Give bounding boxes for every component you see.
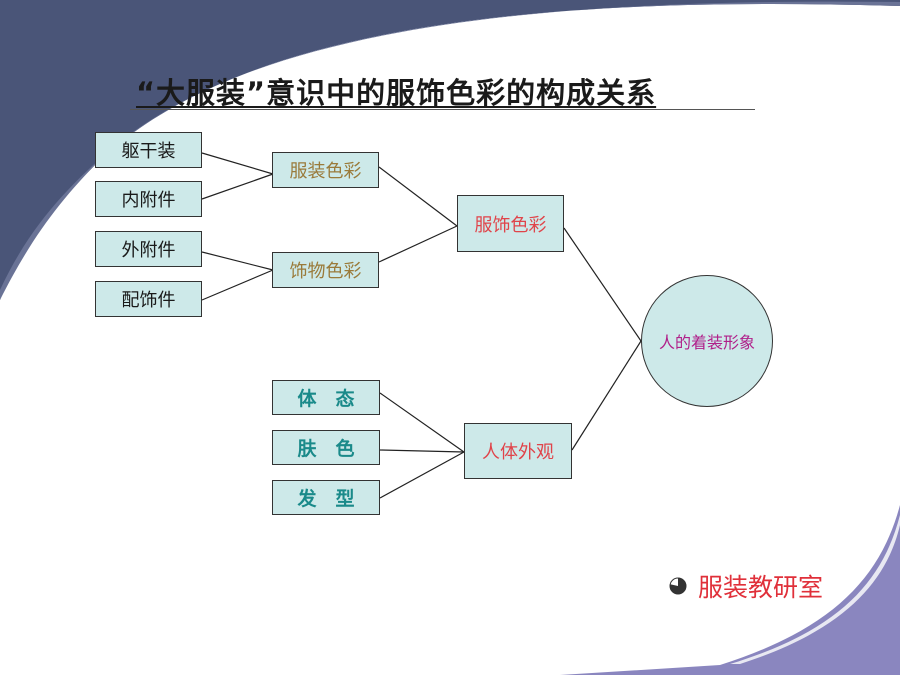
- line-appearance-image: [571, 340, 642, 451]
- node-hair-label: 发 型: [297, 488, 355, 510]
- line-leaf2-clothing: [201, 173, 274, 200]
- slide-title-text: “大服装”意识中的服饰色彩的构成关系: [136, 76, 657, 110]
- node-accessory-color: 饰物色彩: [272, 252, 379, 288]
- line-posture-appearance: [379, 392, 465, 453]
- line-leaf3-accessory: [201, 251, 274, 271]
- node-wearing-image-label: 人的着装形象: [658, 333, 755, 352]
- footer-text: 服装教研室: [698, 573, 824, 602]
- line-clothing-apparel: [378, 166, 458, 227]
- node-leaf1: 躯干装: [95, 132, 202, 168]
- node-leaf4: 配饰件: [95, 281, 202, 317]
- line-leaf4-accessory: [201, 269, 274, 301]
- node-clothing-color-label: 服装色彩: [289, 161, 362, 182]
- node-clothing-color: 服装色彩: [272, 152, 379, 188]
- line-skin-appearance: [379, 449, 465, 453]
- line-leaf1-clothing: [201, 152, 274, 175]
- node-leaf2-label: 内附件: [121, 190, 176, 211]
- slide-title: “大服装”意识中的服饰色彩的构成关系: [130, 68, 755, 110]
- bottom-right-swoosh-edge: [730, 515, 900, 664]
- node-appearance-label: 人体外观: [482, 442, 554, 463]
- line-hair-appearance: [379, 451, 465, 499]
- node-skin: 肤 色: [272, 430, 380, 465]
- bottom-right-swoosh: [560, 505, 900, 675]
- top-left-swoosh: [0, 0, 900, 300]
- node-hair: 发 型: [272, 480, 380, 515]
- node-leaf2: 内附件: [95, 181, 202, 217]
- line-apparel-image: [563, 227, 642, 342]
- node-appearance: 人体外观: [464, 423, 572, 479]
- node-leaf3-label: 外附件: [121, 240, 176, 261]
- node-wearing-image: 人的着装形象: [641, 275, 773, 407]
- node-leaf3: 外附件: [95, 231, 202, 267]
- node-posture-label: 体 态: [297, 388, 355, 410]
- pie-bullet-icon: [669, 577, 687, 595]
- node-skin-label: 肤 色: [297, 438, 355, 460]
- node-posture: 体 态: [272, 380, 380, 415]
- node-leaf1-label: 躯干装: [121, 141, 176, 162]
- node-leaf4-label: 配饰件: [121, 290, 176, 311]
- node-apparel-color: 服饰色彩: [457, 195, 564, 252]
- node-apparel-color-label: 服饰色彩: [474, 214, 547, 236]
- footer: 服装教研室: [668, 566, 823, 606]
- line-accessory-apparel: [378, 225, 458, 263]
- node-accessory-color-label: 饰物色彩: [289, 261, 362, 282]
